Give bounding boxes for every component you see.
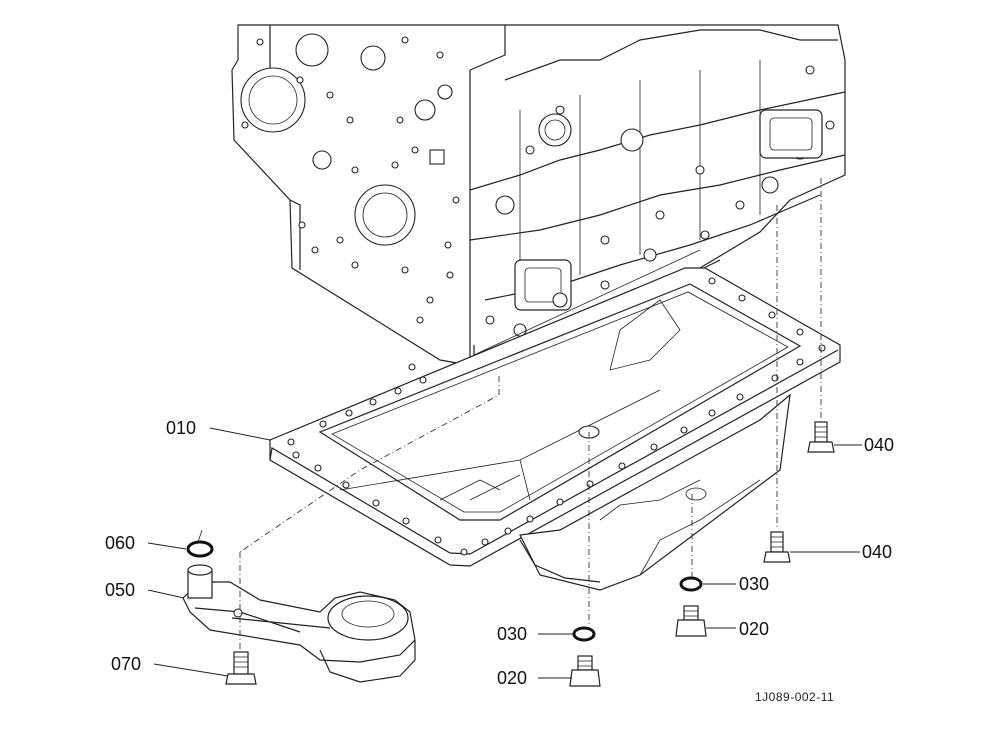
washer-030-left (572, 626, 596, 642)
callout-060-o-ring: 060 (105, 533, 136, 553)
callout-030-washer-right: 030 (739, 574, 770, 594)
callout-010-oil-pan: 010 (166, 418, 197, 438)
callout-050-oil-strainer: 050 (105, 580, 136, 600)
washer-030-right (679, 576, 703, 592)
engine-block (231, 24, 846, 377)
bolt-070 (225, 651, 257, 685)
plug-020-right (675, 605, 707, 637)
callout-070-bolt: 070 (111, 654, 142, 674)
bolt-040-upper (807, 421, 835, 453)
drawing-id: 1J089-002-11 (755, 690, 835, 704)
callout-020-plug-left: 020 (497, 668, 528, 688)
callout-020-plug-right: 020 (739, 619, 770, 639)
leader-lines (147, 427, 862, 679)
plug-020-left (569, 655, 601, 687)
callout-040-bolt-lower: 040 (862, 542, 893, 562)
o-ring (186, 529, 214, 558)
oil-pan (269, 267, 841, 591)
oil-strainer (182, 564, 416, 683)
callout-030-washer-left: 030 (497, 624, 528, 644)
bolt-040-lower (763, 531, 791, 563)
callout-040-bolt-upper: 040 (864, 435, 895, 455)
center-lines (237, 25, 822, 650)
